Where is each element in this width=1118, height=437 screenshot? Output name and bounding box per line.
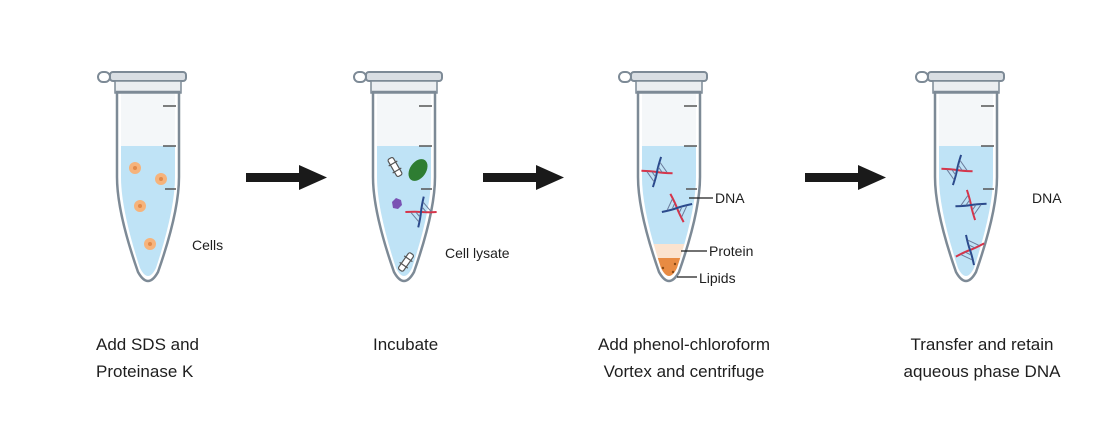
caption-step-4: Transfer and retain aqueous phase DNA	[894, 331, 1070, 385]
label-dna: DNA	[1032, 190, 1062, 206]
tube-cells	[97, 71, 187, 283]
arrow-3	[805, 165, 886, 190]
tube-cap	[915, 71, 1005, 94]
tube-phases	[618, 71, 713, 283]
label-lipids: Lipids	[699, 270, 736, 286]
cell	[155, 173, 167, 185]
caption-step-3: Add phenol-chloroform Vortex and centrif…	[586, 331, 782, 385]
tube-cap	[353, 71, 443, 94]
tube-dna	[915, 71, 1005, 283]
caption-step-4-line-1: Transfer and retain	[910, 335, 1054, 354]
caption-step-1: Add SDS and Proteinase K	[96, 331, 199, 385]
arrow-2	[483, 165, 564, 190]
aqueous-phase	[642, 146, 696, 246]
cell-debris-icon	[408, 159, 428, 181]
tube-cap	[618, 71, 708, 94]
cell	[144, 238, 156, 250]
caption-step-3-line-2: Vortex and centrifuge	[603, 362, 765, 381]
caption-step-4-line-2: aqueous phase DNA	[903, 362, 1061, 381]
caption-step-2: Incubate	[373, 331, 438, 358]
caption-step-2-line-1: Incubate	[373, 335, 439, 354]
cell	[134, 200, 146, 212]
label-cell-lysate: Cell lysate	[445, 245, 510, 261]
cell	[129, 162, 141, 174]
label-protein: Protein	[709, 243, 753, 259]
caption-step-1-line-2: Proteinase K	[96, 362, 194, 381]
label-dna-phase: DNA	[715, 190, 745, 206]
tube-cap	[97, 71, 187, 94]
caption-step-3-line-1: Add phenol-chloroform	[598, 335, 770, 354]
tube-lysate	[353, 71, 443, 283]
lipid-layer	[642, 258, 696, 276]
arrow-1	[246, 165, 327, 190]
label-cells: Cells	[192, 237, 223, 253]
protein-fragment-icon	[392, 198, 402, 209]
caption-step-1-line-1: Add SDS and	[96, 335, 200, 354]
